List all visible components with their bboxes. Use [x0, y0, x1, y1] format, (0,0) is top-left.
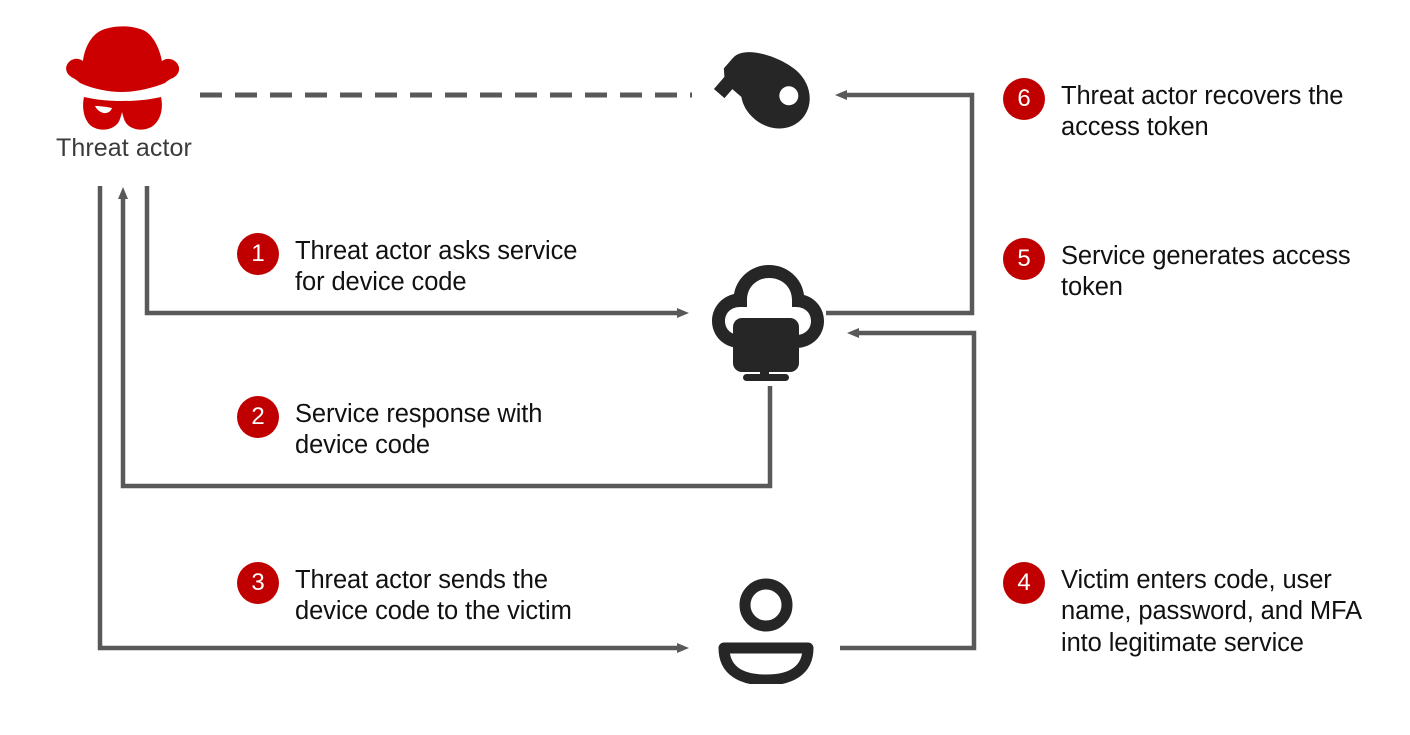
node-access-token: [713, 48, 821, 153]
cloud-monitor-icon: [712, 265, 824, 381]
step-badge-3: 3: [237, 562, 279, 604]
step-text-5: Service generates access token: [1061, 242, 1351, 302]
flow-line-step-2: [118, 187, 773, 489]
step-2: 2 Service response with device code: [237, 396, 657, 462]
node-threat-actor: [62, 26, 184, 137]
step-badge-2: 2: [237, 396, 279, 438]
step-text-3: Threat actor sends the device code to th…: [295, 566, 572, 626]
step-text-6: Threat actor recovers the access token: [1061, 82, 1344, 142]
step-4: 4 Victim enters code, user name, passwor…: [1003, 562, 1403, 659]
step-1: 1 Threat actor asks service for device c…: [237, 233, 657, 299]
flow-line-step-3: [97, 186, 689, 653]
flow-line-step-1: [144, 186, 689, 318]
step-text-4: Victim enters code, user name, password,…: [1061, 566, 1363, 657]
step-badge-1: 1: [237, 233, 279, 275]
step-text-1: Threat actor asks service for device cod…: [295, 237, 578, 297]
step-3: 3 Threat actor sends the device code to …: [237, 562, 667, 628]
key-icon: [713, 52, 810, 129]
node-caption-threat-actor: Threat actor: [56, 134, 192, 162]
step-5: 5 Service generates access token: [1003, 238, 1403, 304]
flow-line-step-5: [826, 90, 975, 316]
step-badge-5: 5: [1003, 238, 1045, 280]
step-badge-6: 6: [1003, 78, 1045, 120]
step-badge-4: 4: [1003, 562, 1045, 604]
step-text-2: Service response with device code: [295, 400, 543, 460]
person-icon: [718, 578, 814, 686]
node-service: [702, 262, 830, 389]
flow-line-step-4: [840, 328, 977, 651]
node-victim: [716, 578, 816, 689]
step-6: 6 Threat actor recovers the access token: [1003, 78, 1403, 144]
spy-hat-glasses-icon: [66, 26, 180, 130]
